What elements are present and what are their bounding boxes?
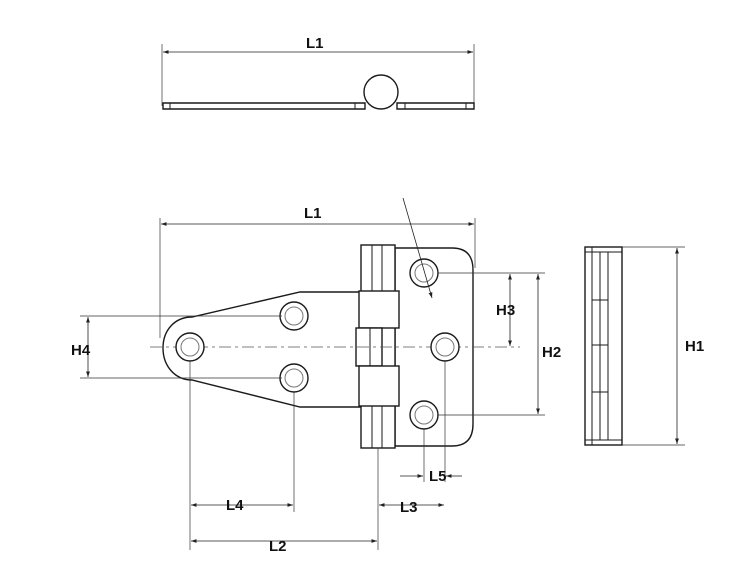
hole-right-upper — [409, 258, 439, 288]
h4-label: H4 — [71, 342, 91, 359]
l3-label: L3 — [400, 499, 418, 516]
hole-left-center — [175, 332, 205, 362]
hole-right-center — [430, 332, 460, 362]
h1-label: H1 — [685, 338, 704, 355]
top-view-leaf-right — [396, 102, 475, 110]
hole-right-lower — [409, 400, 439, 430]
top-view: L1 — [161, 35, 475, 110]
top-view-leaf — [162, 102, 366, 110]
top-view-knuckle — [363, 74, 399, 110]
front-view: L1 — [71, 197, 561, 555]
front-l1-label: L1 — [304, 205, 322, 222]
top-l1-label: L1 — [306, 35, 324, 52]
h2-label: H2 — [542, 344, 561, 361]
l4-label: L4 — [226, 497, 244, 514]
hole-left-lower — [279, 363, 309, 393]
l2-label: L2 — [269, 538, 287, 555]
side-view: H1 — [584, 246, 704, 446]
hole-diameter-leader — [402, 197, 433, 299]
side-view-body — [584, 246, 623, 446]
hole-left-upper — [279, 301, 309, 331]
knuckle-segment-upper — [358, 290, 400, 329]
l5-label: L5 — [429, 468, 447, 485]
knuckle-segment-lower — [358, 365, 400, 407]
h3-label: H3 — [496, 302, 515, 319]
